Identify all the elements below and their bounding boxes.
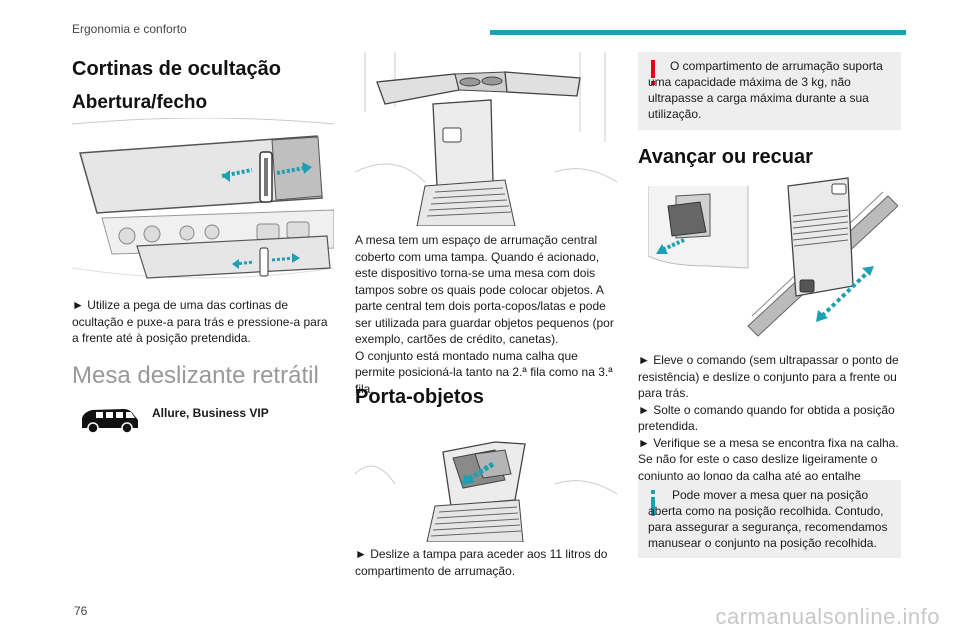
table-illustration bbox=[355, 52, 617, 226]
step-2: ► Solte o comando quando for obtida a po… bbox=[638, 402, 895, 434]
info-note: Pode mover a mesa quer na posição aberta… bbox=[638, 480, 901, 558]
warning-text: O compartimento de arrumação suporta uma… bbox=[648, 59, 883, 121]
step-1: ► Eleve o comando (sem ultrapassar o pon… bbox=[638, 353, 899, 400]
slide-illustration bbox=[648, 176, 898, 342]
warning-icon bbox=[650, 60, 656, 86]
page-number: 76 bbox=[74, 604, 88, 618]
subtitle-opening: Abertura/fecho bbox=[72, 92, 208, 113]
watermark: carmanualsonline.info bbox=[715, 604, 940, 629]
middle-instruction: ► Deslize a tampa para aceder aos 11 lit… bbox=[355, 546, 617, 579]
section-title-table: Mesa deslizante retrátil bbox=[72, 362, 319, 389]
left-instruction: ► Utilize a pega de uma das cortinas de … bbox=[72, 297, 334, 347]
table-description: A mesa tem um espaço de arrumação centra… bbox=[355, 233, 614, 346]
instruction-text: ► Utilize a pega de uma das cortinas de … bbox=[72, 298, 328, 345]
warning-note: O compartimento de arrumação suporta uma… bbox=[638, 52, 901, 130]
header-accent-bar bbox=[490, 30, 906, 35]
info-icon bbox=[650, 490, 656, 516]
right-instructions: ► Eleve o comando (sem ultrapassar o pon… bbox=[638, 352, 901, 501]
left-column: Cortinas de ocultação bbox=[72, 58, 334, 81]
storage-instruction: ► Deslize a tampa para aceder aos 11 lit… bbox=[355, 547, 608, 578]
step-3: ► Verifique se a mesa se encontra fixa n… bbox=[638, 435, 899, 500]
page-title: Cortinas de ocultação bbox=[72, 58, 281, 80]
move-title: Avançar ou recuar bbox=[638, 146, 813, 168]
van-icon bbox=[78, 406, 140, 434]
storage-illustration bbox=[355, 414, 617, 542]
middle-description: A mesa tem um espaço de arrumação centra… bbox=[355, 232, 617, 397]
sunblind-illustration bbox=[72, 118, 334, 286]
rail-description: O conjunto está montado numa calha que p… bbox=[355, 348, 613, 396]
versions-label: Allure, Business VIP bbox=[152, 406, 269, 420]
running-header: Ergonomia e conforto bbox=[72, 22, 187, 36]
info-text: Pode mover a mesa quer na posição aberta… bbox=[648, 488, 888, 550]
storage-title: Porta-objetos bbox=[355, 386, 484, 408]
